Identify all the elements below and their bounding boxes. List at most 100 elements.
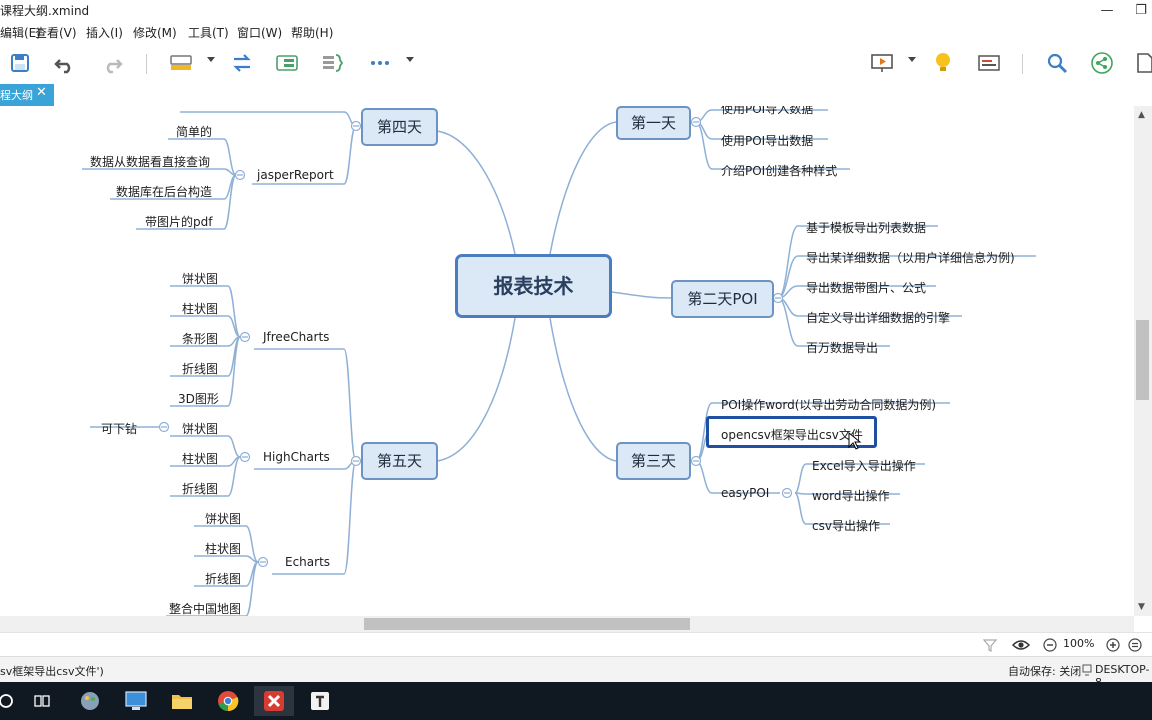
topic-day1[interactable]: 第一天 <box>616 106 691 140</box>
zoom-in-icon[interactable] <box>1106 638 1120 652</box>
subtopic[interactable]: 3D图形 <box>178 392 219 406</box>
horizontal-scroll-thumb[interactable] <box>364 618 690 630</box>
menu-modify[interactable]: 修改(M) <box>133 26 177 40</box>
mindmap-connectors <box>82 109 1036 616</box>
subtopic[interactable]: 饼状图 <box>182 272 219 286</box>
subtopic[interactable]: 数据从数据看直接查询 <box>90 155 211 169</box>
app-paint-icon[interactable] <box>70 686 110 716</box>
redo-icon[interactable] <box>99 50 125 76</box>
tab-label: 程大纲 <box>0 89 33 102</box>
relationship-icon[interactable] <box>229 50 255 76</box>
summary-icon[interactable] <box>320 50 346 76</box>
menu-view[interactable]: 查看(V) <box>35 26 77 40</box>
subtopic[interactable]: word导出操作 <box>812 489 890 503</box>
scroll-up-icon[interactable]: ▲ <box>1138 110 1145 120</box>
export-icon[interactable] <box>1132 50 1152 76</box>
zoom-level: 100% <box>1063 637 1095 650</box>
subtopic[interactable]: 自定义导出详细数据的引擎 <box>806 311 951 325</box>
subtopic-easypoi[interactable]: easyPOI <box>721 486 770 500</box>
save-icon[interactable] <box>7 50 33 76</box>
title-bar: 课程大纲.xmind — ❐ <box>0 0 1152 22</box>
subtopic[interactable]: Excel导入导出操作 <box>812 459 916 473</box>
menu-tools[interactable]: 工具(T) <box>188 26 229 40</box>
subtopic[interactable]: 使用POI导入数据 <box>721 106 814 116</box>
toolbar <box>0 42 1152 84</box>
minimize-button[interactable]: — <box>1100 3 1114 18</box>
subtopic[interactable]: POI操作word(以导出劳动合同数据为例) <box>721 398 937 412</box>
subtopic[interactable]: 折线图 <box>182 482 219 496</box>
menu-bar: 编辑(E) 查看(V) 插入(I) 修改(M) 工具(T) 窗口(W) 帮助(H… <box>0 22 1152 42</box>
subtopic-highcharts[interactable]: HighCharts <box>263 450 330 464</box>
search-icon[interactable] <box>1044 50 1070 76</box>
menu-window[interactable]: 窗口(W) <box>237 26 283 40</box>
menu-help[interactable]: 帮助(H) <box>291 26 334 40</box>
filter-icon[interactable] <box>983 638 997 652</box>
menu-insert[interactable]: 插入(I) <box>86 26 123 40</box>
subtopic-jfreecharts[interactable]: JfreeCharts <box>263 330 330 344</box>
task-view-icon[interactable] <box>22 686 62 716</box>
presentation-icon[interactable] <box>869 50 895 76</box>
subtopic-drilldown[interactable]: 可下钻 <box>101 422 138 436</box>
editor-tab-strip: 程大纲 ✕ <box>0 84 1152 108</box>
tab-course-outline[interactable]: 程大纲 ✕ <box>0 84 54 106</box>
subtopic-selected[interactable]: opencsv框架导出csv文件 <box>721 428 863 442</box>
menu-edit[interactable]: 编辑(E) <box>0 26 41 40</box>
cursor-icon <box>848 432 862 450</box>
subtopic[interactable]: 百万数据导出 <box>806 341 879 355</box>
subtopic[interactable]: 饼状图 <box>205 512 242 526</box>
root-topic[interactable]: 报表技术 <box>455 254 612 318</box>
subtopic[interactable]: 介绍POI创建各种样式 <box>721 164 838 178</box>
undo-icon[interactable] <box>52 50 78 76</box>
windows-taskbar <box>0 682 1152 720</box>
zoom-out-icon[interactable] <box>1043 638 1057 652</box>
more-icon[interactable] <box>367 50 393 76</box>
share-icon[interactable] <box>1089 50 1115 76</box>
eye-icon[interactable] <box>1012 638 1030 652</box>
xmind-taskbar-icon[interactable] <box>254 686 294 716</box>
computer-icon <box>1082 664 1092 676</box>
subtopic[interactable]: 数据库在后台构造 <box>116 185 213 199</box>
subtopic[interactable]: 使用POI导出数据 <box>721 134 814 148</box>
app-monitor-icon[interactable] <box>116 686 156 716</box>
selected-topic-frame <box>706 416 877 448</box>
subtopic[interactable]: 整合中国地图 <box>169 602 242 616</box>
subtopic[interactable]: 条形图 <box>182 332 219 346</box>
mindmap-canvas[interactable]: 报表技术 第一天 第二天POI 第三天 第四天 第五天 使用POI导入数据 使用… <box>0 106 1134 616</box>
topic-day3[interactable]: 第三天 <box>616 442 691 480</box>
subtopic[interactable]: 带图片的pdf <box>145 215 213 229</box>
file-explorer-icon[interactable] <box>162 686 202 716</box>
subtopic[interactable]: csv导出操作 <box>812 519 880 533</box>
idea-icon[interactable] <box>930 50 956 76</box>
subtopic-echarts[interactable]: Echarts <box>285 555 331 569</box>
subtopic[interactable]: 导出数据带图片、公式 <box>806 281 927 295</box>
autosave-status[interactable]: 自动保存: 关闭 <box>1008 665 1082 678</box>
menu-lines-icon[interactable] <box>1128 638 1142 652</box>
topic-day4[interactable]: 第四天 <box>361 108 438 146</box>
boundary-icon[interactable] <box>274 50 300 76</box>
subtopic[interactable]: 折线图 <box>205 572 242 586</box>
close-icon[interactable]: ✕ <box>36 85 47 100</box>
topic-day2[interactable]: 第二天POI <box>671 280 774 318</box>
subtopic[interactable]: 简单的 <box>176 125 213 139</box>
subtopic-jasper[interactable]: jasperReport <box>257 168 334 182</box>
zoom-bar: 100% <box>0 632 1152 657</box>
status-text: sv框架导出csv文件') <box>0 665 104 678</box>
subtopic[interactable]: 基于模板导出列表数据 <box>806 221 927 235</box>
subtopic[interactable]: 导出某详细数据（以用户详细信息为例) <box>806 251 1015 265</box>
typora-icon[interactable] <box>300 686 340 716</box>
vertical-scroll-thumb[interactable] <box>1136 320 1149 400</box>
subtopic[interactable]: 柱状图 <box>182 302 219 316</box>
subtopic[interactable]: 饼状图 <box>182 422 219 436</box>
topic-style-icon[interactable] <box>168 50 194 76</box>
search-taskbar-icon[interactable] <box>0 686 26 716</box>
subtopic[interactable]: 柱状图 <box>182 452 219 466</box>
topic-day5[interactable]: 第五天 <box>361 442 438 480</box>
window-title: 课程大纲.xmind <box>0 4 90 18</box>
layout-icon[interactable] <box>976 50 1002 76</box>
status-bar: sv框架导出csv文件') 自动保存: 关闭 DESKTOP-8 <box>0 656 1152 689</box>
subtopic[interactable]: 柱状图 <box>205 542 242 556</box>
restore-button[interactable]: ❐ <box>1135 3 1147 18</box>
subtopic[interactable]: 折线图 <box>182 362 219 376</box>
scroll-down-icon[interactable]: ▼ <box>1138 602 1145 612</box>
chrome-icon[interactable] <box>208 686 248 716</box>
